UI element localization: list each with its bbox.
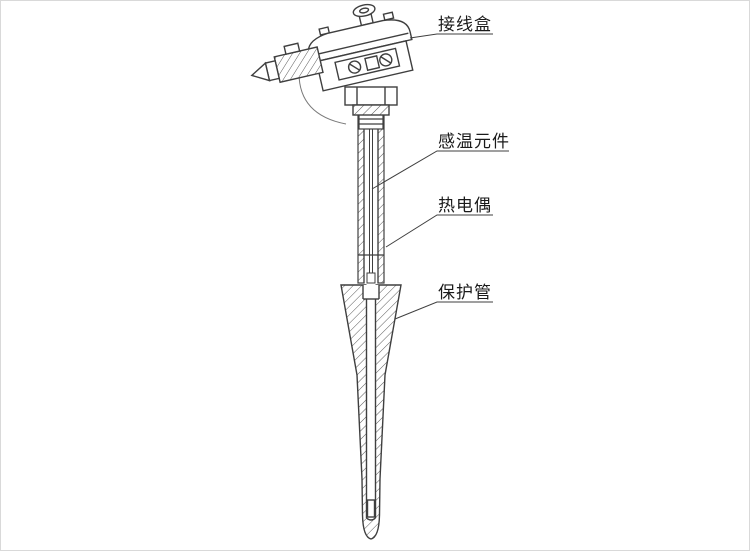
neck-flange	[344, 86, 398, 116]
tip-element	[366, 499, 376, 518]
sensing-element-core	[366, 129, 376, 284]
label-protection-tube: 保护管	[394, 283, 493, 320]
gland-bolt	[283, 42, 301, 56]
label-junction-box: 接线盒	[409, 15, 493, 39]
junction-box-label: 接线盒	[438, 15, 492, 34]
label-sensing-element: 感温元件	[371, 132, 510, 190]
protection-tube	[340, 284, 402, 540]
label-thermocouple: 热电偶	[385, 196, 493, 248]
labels: 接线盒 感温元件 热电偶 保护管	[371, 15, 510, 320]
sensing-element-label: 感温元件	[438, 132, 510, 151]
bore-channel	[366, 284, 376, 518]
leader-thermocouple	[385, 214, 493, 248]
protection-tube-label: 保护管	[438, 283, 492, 302]
gland-cone	[250, 61, 271, 82]
junction-box-head	[250, 3, 414, 92]
stem-tube	[357, 112, 385, 284]
leader-junction-box	[409, 33, 493, 39]
leader-protection-tube	[394, 301, 493, 320]
cable-gland	[250, 42, 324, 84]
edge-bolt-right	[382, 11, 395, 21]
shoulder-socket	[363, 285, 379, 299]
thermocouple-label: 热电偶	[438, 196, 492, 215]
leader-sensing-element	[371, 150, 509, 190]
reference-arc	[298, 72, 347, 125]
